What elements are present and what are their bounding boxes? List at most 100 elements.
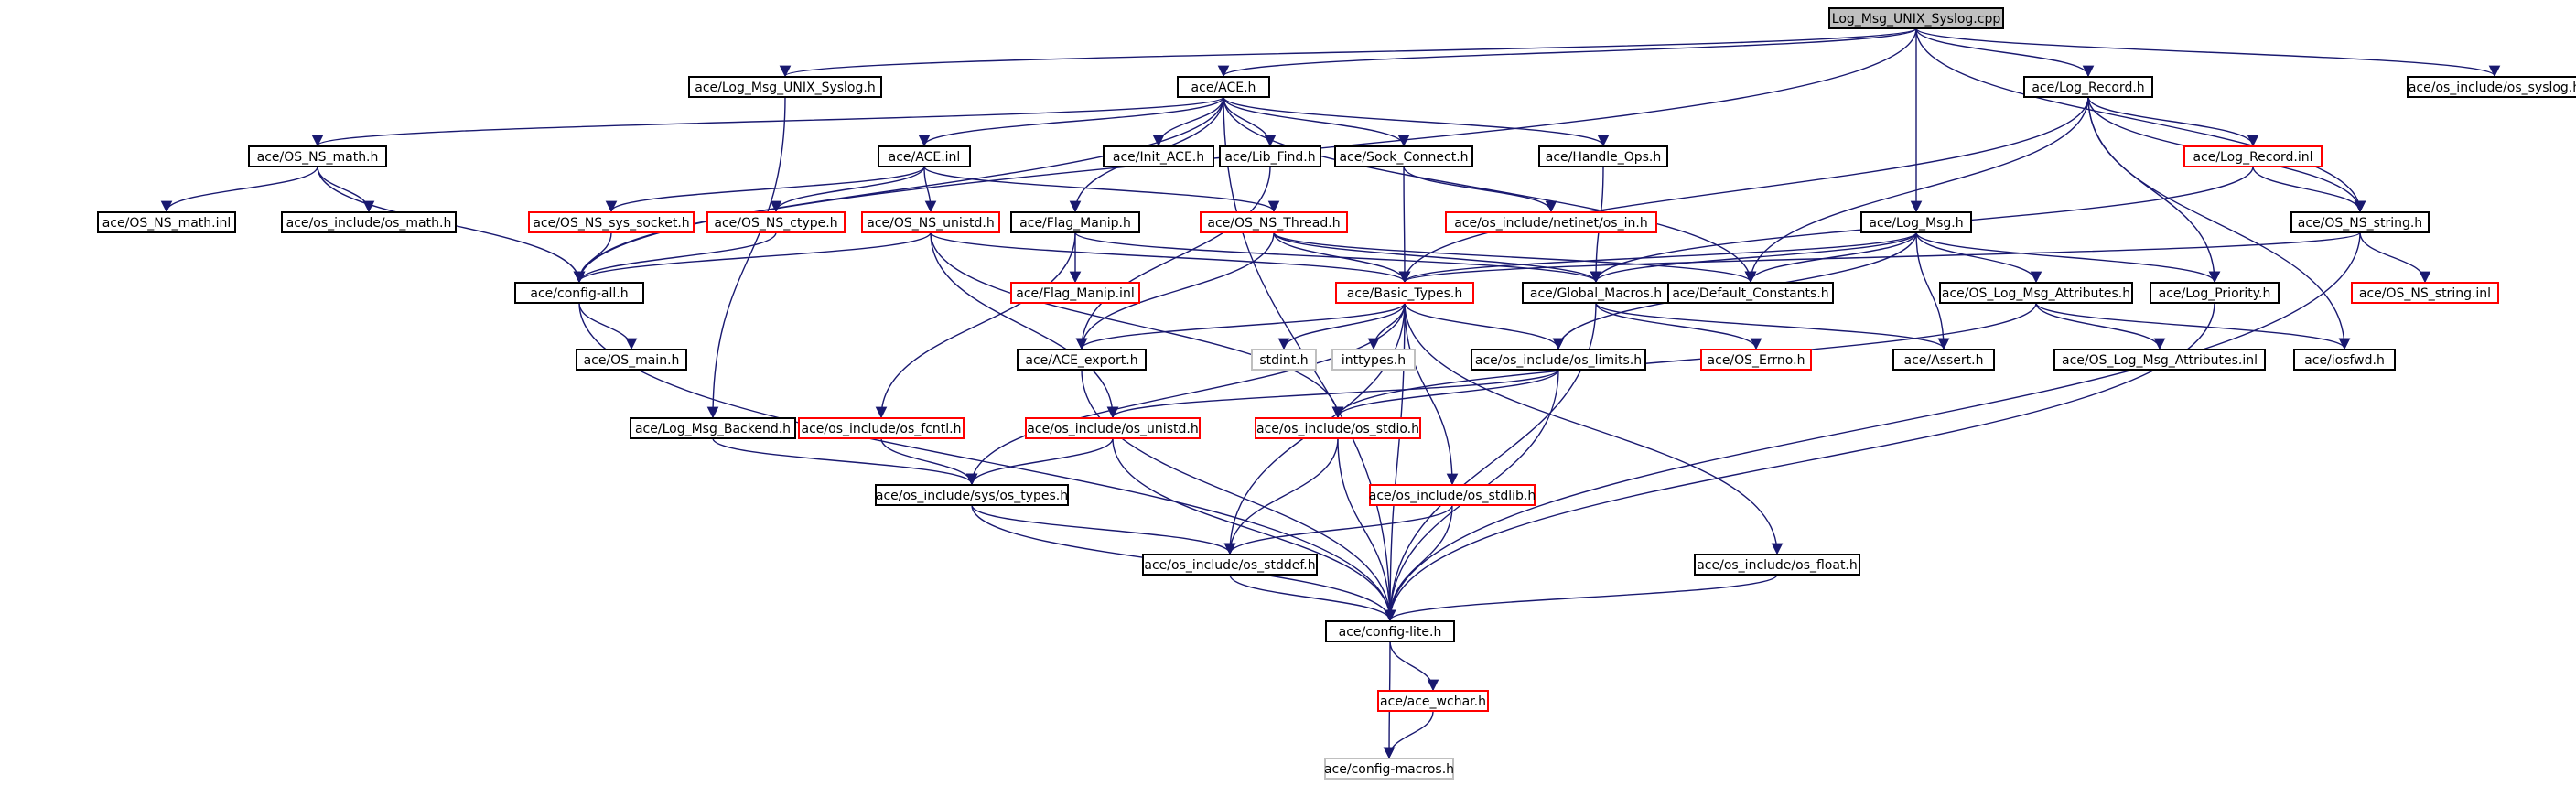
edge-log_record_h-to-default_constants_h — [1744, 96, 2089, 284]
node-root[interactable]: Log_Msg_UNIX_Syslog.cpp — [1828, 7, 2004, 29]
edge-ace_export_h-to-config_lite_h — [1081, 369, 1396, 622]
node-os-errno-h[interactable]: ace/OS_Errno.h — [1700, 349, 1812, 371]
node-os-ns-string-inl[interactable]: ace/OS_NS_string.inl — [2351, 282, 2499, 304]
node-os-ns-math-inl[interactable]: ace/OS_NS_math.inl — [97, 211, 236, 233]
node-basic-types-h[interactable]: ace/Basic_Types.h — [1335, 282, 1474, 304]
node-inttypes-h[interactable]: inttypes.h — [1331, 349, 1416, 371]
edge-os_ns_string_h-to-config_lite_h — [1384, 231, 2361, 622]
edge-os_limits_h-to-os_unistd_h — [1106, 369, 1559, 419]
edge-global_macros_h-to-os_errno_h — [1595, 302, 1762, 350]
node-flag-manip-h[interactable]: ace/Flag_Manip.h — [1010, 211, 1140, 233]
node-os-in-h[interactable]: ace/os_include/netinet/os_in.h — [1445, 211, 1657, 233]
node-os-ns-unistd-h[interactable]: ace/OS_NS_unistd.h — [861, 211, 1000, 233]
edge-os_stdlib_h-to-config_lite_h — [1384, 504, 1453, 622]
edge-os_ns_math_h-to-os_math_h — [317, 166, 375, 213]
node-label: ace/os_include/os_syslog.h — [2409, 81, 2576, 95]
node-box — [1828, 7, 2004, 29]
node-label: ace/Default_Constants.h — [1672, 286, 1828, 301]
node-os-stddef-h[interactable]: ace/os_include/os_stddef.h — [1142, 554, 1318, 576]
node-ace-inl[interactable]: ace/ACE.inl — [878, 145, 971, 167]
node-ace-wchar-h[interactable]: ace/ace_wchar.h — [1377, 690, 1489, 712]
edge-basic_types_h-to-stdint_h — [1277, 302, 1406, 350]
edge-os_ns_thread_h-to-global_macros_h — [1273, 231, 1602, 284]
node-ace-export-h[interactable]: ace/ACE_export.h — [1017, 349, 1147, 371]
node-iosfwd-h[interactable]: ace/iosfwd.h — [2293, 349, 2396, 371]
node-os-math-h[interactable]: ace/os_include/os_math.h — [281, 211, 457, 233]
node-label: ace/os_include/sys/os_types.h — [876, 489, 1068, 503]
node-flag-manip-inl[interactable]: ace/Flag_Manip.inl — [1010, 282, 1140, 304]
node-box — [2183, 145, 2323, 167]
node-log-msg-h[interactable]: ace/Log_Msg.h — [1860, 211, 1972, 233]
node-sock-connect-h[interactable]: ace/Sock_Connect.h — [1334, 145, 1473, 167]
node-os-ns-thread-h[interactable]: ace/OS_NS_Thread.h — [1200, 211, 1348, 233]
node-box — [1445, 211, 1657, 233]
node-log-priority-h[interactable]: ace/Log_Priority.h — [2150, 282, 2280, 304]
node-label: ace/Log_Record.h — [2032, 81, 2144, 95]
node-os-unistd-h[interactable]: ace/os_include/os_unistd.h — [1025, 417, 1201, 439]
edge-layer — [160, 27, 2501, 759]
edge-log_record_h-to-iosfwd_h — [2087, 96, 2351, 350]
node-os-ns-math-h[interactable]: ace/OS_NS_math.h — [248, 145, 387, 167]
edge-os_fcntl_h-to-os_types_h — [880, 437, 978, 486]
node-box — [2023, 76, 2153, 98]
edge-lib_find_h-to-ace_export_h — [1075, 166, 1271, 350]
node-box — [1010, 282, 1140, 304]
node-os-float-h[interactable]: ace/os_include/os_float.h — [1694, 554, 1860, 576]
edge-basic_types_h-to-ace_export_h — [1075, 302, 1406, 350]
node-default-constants-h[interactable]: ace/Default_Constants.h — [1667, 282, 1834, 304]
edge-log_record_inl-to-os_ns_string_h — [2252, 166, 2366, 213]
node-os-log-msg-attributes-inl[interactable]: ace/OS_Log_Msg_Attributes.inl — [2053, 349, 2266, 371]
node-config-lite-h[interactable]: ace/config-lite.h — [1325, 620, 1455, 642]
node-log-msg-backend-h[interactable]: ace/Log_Msg_Backend.h — [630, 417, 796, 439]
edge-ace_h-to-sock_connect_h — [1223, 96, 1410, 147]
edge-log_msg_h-to-log_priority_h — [1915, 231, 2221, 284]
node-box — [1331, 349, 1416, 371]
node-os-syslog-h[interactable]: ace/os_include/os_syslog.h — [2407, 76, 2576, 98]
node-os-limits-h[interactable]: ace/os_include/os_limits.h — [1471, 349, 1646, 371]
node-config-macros-h[interactable]: ace/config-macros.h — [1324, 758, 1454, 780]
node-os-main-h[interactable]: ace/OS_main.h — [576, 349, 687, 371]
edge-os_types_h-to-os_stddef_h — [971, 504, 1236, 555]
edge-os_log_msg_attributes_h-to-os_log_msg_attributes_inl — [2035, 302, 2166, 350]
node-box — [1334, 145, 1473, 167]
node-init-ace-h[interactable]: ace/Init_ACE.h — [1103, 145, 1214, 167]
node-box — [1700, 349, 1812, 371]
node-box — [1219, 145, 1321, 167]
edge-basic_types_h-to-os_stdlib_h — [1404, 302, 1459, 486]
node-log-record-h[interactable]: ace/Log_Record.h — [2023, 76, 2153, 98]
node-os-stdio-h[interactable]: ace/os_include/os_stdio.h — [1255, 417, 1421, 439]
node-assert-h[interactable]: ace/Assert.h — [1892, 349, 1995, 371]
node-os-log-msg-attributes-h[interactable]: ace/OS_Log_Msg_Attributes.h — [1939, 282, 2133, 304]
node-log-msg-unix-syslog-h[interactable]: ace/Log_Msg_UNIX_Syslog.h — [688, 76, 882, 98]
node-label: ace/OS_Log_Msg_Attributes.h — [1942, 286, 2130, 301]
node-label: ace/config-macros.h — [1324, 762, 1454, 777]
node-label: ace/OS_NS_string.h — [2298, 216, 2422, 231]
edge-os_stdio_h-to-config_lite_h — [1337, 437, 1396, 622]
node-label: ace/os_include/netinet/os_in.h — [1454, 216, 1647, 231]
node-label: ace/ACE_export.h — [1025, 353, 1137, 368]
node-os-types-h[interactable]: ace/os_include/sys/os_types.h — [875, 484, 1069, 506]
node-os-ns-sys-socket-h[interactable]: ace/OS_NS_sys_socket.h — [528, 211, 695, 233]
node-label: ace/Log_Msg.h — [1869, 216, 1963, 231]
node-ace-h[interactable]: ace/ACE.h — [1177, 76, 1270, 98]
node-global-macros-h[interactable]: ace/Global_Macros.h — [1522, 282, 1670, 304]
node-config-all-h[interactable]: ace/config-all.h — [514, 282, 644, 304]
node-box — [1471, 349, 1646, 371]
node-handle-ops-h[interactable]: ace/Handle_Ops.h — [1538, 145, 1668, 167]
node-os-ns-string-h[interactable]: ace/OS_NS_string.h — [2290, 211, 2430, 233]
node-label: ace/os_include/os_stdlib.h — [1369, 489, 1536, 503]
node-log-record-inl[interactable]: ace/Log_Record.inl — [2183, 145, 2323, 167]
node-lib-find-h[interactable]: ace/Lib_Find.h — [1219, 145, 1321, 167]
node-box — [1335, 282, 1474, 304]
node-stdint-h[interactable]: stdint.h — [1251, 349, 1317, 371]
node-os-stdlib-h[interactable]: ace/os_include/os_stdlib.h — [1369, 484, 1536, 506]
node-box — [1538, 145, 1668, 167]
edge-root-to-os_syslog_h — [1915, 27, 2501, 78]
edge-basic_types_h-to-os_limits_h — [1404, 302, 1565, 350]
node-os-ns-ctype-h[interactable]: ace/OS_NS_ctype.h — [706, 211, 846, 233]
node-label: ace/ace_wchar.h — [1380, 694, 1486, 709]
node-os-fcntl-h[interactable]: ace/os_include/os_fcntl.h — [798, 417, 965, 439]
node-label: ace/os_include/os_stddef.h — [1144, 558, 1315, 573]
edge-log_msg_h-to-default_constants_h — [1744, 231, 1917, 284]
